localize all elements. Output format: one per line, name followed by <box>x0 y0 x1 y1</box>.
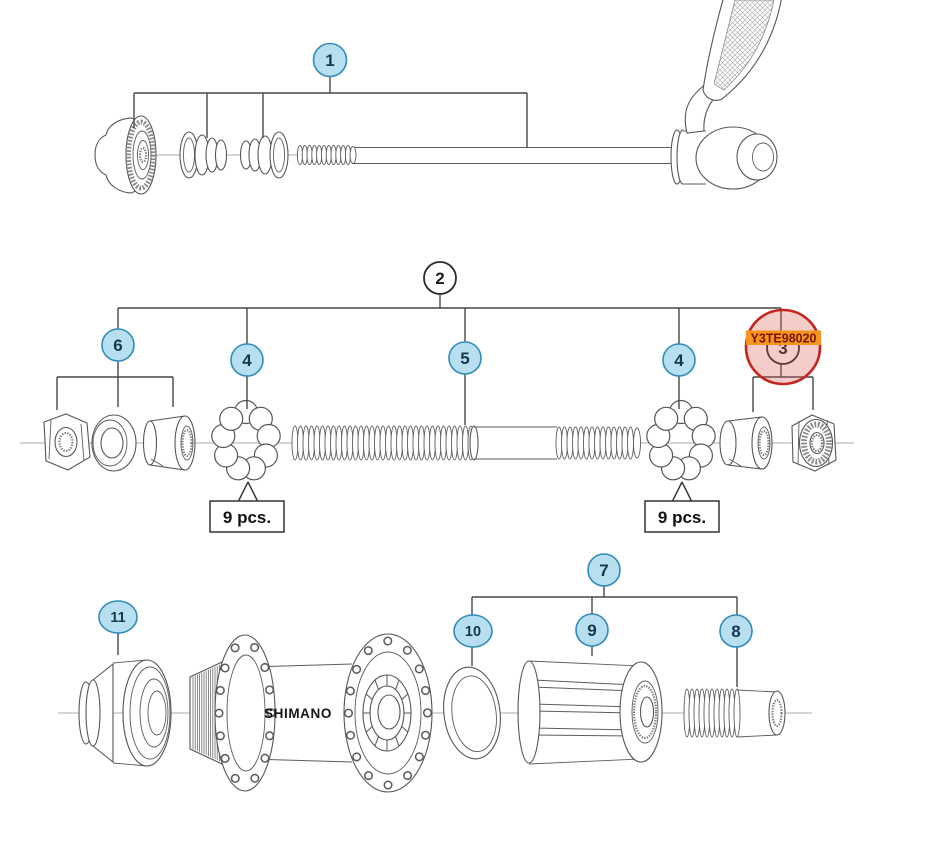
callout-11: 11 <box>98 600 138 634</box>
part-hub-shell: SHIMANO <box>189 633 433 793</box>
part-qr-nut <box>94 115 157 195</box>
callout-5-number: 5 <box>460 349 469 368</box>
part-seal-ring <box>443 666 501 760</box>
qty-label-left: 9 pcs. <box>209 481 285 533</box>
callout-6: 6 <box>101 328 135 362</box>
callout-8: 8 <box>719 614 753 648</box>
callout-bracket-2 <box>56 294 814 425</box>
callout-10: 10 <box>453 614 493 648</box>
callout-10-number: 10 <box>465 624 481 640</box>
callout-2-number: 2 <box>435 269 444 288</box>
qty-right-text: 9 pcs. <box>658 508 706 527</box>
part-ball-bearings-right <box>646 399 716 481</box>
part-axle-nut <box>43 413 91 471</box>
section-quick-release: 1 <box>94 0 782 195</box>
part-qr-spring-left <box>179 131 228 179</box>
section-hub-body: SHIMANO <box>58 553 812 793</box>
part-qr-skewer-rod <box>296 145 674 165</box>
callout-8-number: 8 <box>731 622 740 641</box>
callout-2: 2 <box>423 261 457 295</box>
part-ball-bearings-left <box>211 399 281 481</box>
callout-9: 9 <box>575 613 609 647</box>
callout-4-right-number: 4 <box>674 351 684 370</box>
callout-bracket-1 <box>133 77 528 147</box>
callout-11-number: 11 <box>110 610 125 626</box>
part-dust-cap <box>78 659 172 767</box>
brand-logo: SHIMANO <box>264 706 332 721</box>
callout-4-left-number: 4 <box>242 351 252 370</box>
part-washer <box>91 414 137 472</box>
callout-7: 7 <box>587 553 621 587</box>
highlight-label-bg[interactable] <box>746 330 821 346</box>
part-cone-right <box>719 416 773 470</box>
callout-3-number: 3 <box>778 339 787 358</box>
callout-1: 1 <box>312 42 348 78</box>
qty-left-text: 9 pcs. <box>223 508 271 527</box>
callout-9-number: 9 <box>587 621 596 640</box>
section-axle-assembly: 9 pcs. 9 pcs. 2 6 4 5 4 <box>20 261 854 533</box>
part-qr-lever <box>670 0 782 190</box>
highlight-annotation[interactable]: Y3TE98020 <box>744 308 822 386</box>
callout-1-number: 1 <box>325 51 334 70</box>
callout-6-number: 6 <box>113 336 122 355</box>
part-qr-spring-right <box>239 131 289 179</box>
highlight-ring[interactable] <box>744 308 822 386</box>
qty-label-right: 9 pcs. <box>644 481 720 533</box>
callout-5: 5 <box>448 341 482 375</box>
callout-4-left: 4 <box>230 343 264 377</box>
highlight-part-number[interactable]: Y3TE98020 <box>750 332 816 346</box>
part-axle <box>291 425 641 461</box>
callout-7-number: 7 <box>599 561 608 580</box>
part-cone-left <box>142 415 196 471</box>
callout-4-right: 4 <box>662 343 696 377</box>
part-fixing-bolt <box>683 688 786 738</box>
part-locknut <box>791 414 837 472</box>
part-freehub-body <box>517 660 663 765</box>
